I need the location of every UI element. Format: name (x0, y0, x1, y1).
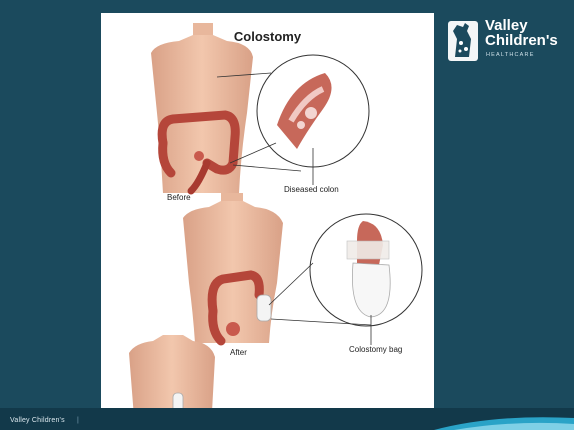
footer-wave-decoration (434, 408, 574, 430)
torso-after (183, 193, 283, 343)
colostomy-bag-label: Colostomy bag (349, 345, 402, 354)
giraffe-icon (447, 17, 481, 63)
footer-brand-text: Valley Children's (10, 417, 65, 424)
after-label: After (230, 348, 247, 357)
diseased-colon-label: Diseased colon (284, 185, 339, 194)
illustration-title: Colostomy (101, 29, 434, 44)
before-label: Before (167, 193, 191, 202)
colostomy-illustration: Colostomy Before Diseased colon After Co… (101, 13, 434, 430)
logo-text-healthcare: HEALTHCARE (486, 52, 535, 58)
slide-footer: Valley Children's | (0, 408, 574, 430)
logo-text-childrens: Children's (485, 32, 558, 49)
valley-childrens-logo: Valley Children's HEALTHCARE (447, 17, 567, 67)
torso-before (151, 23, 253, 193)
colostomy-bag-closeup (269, 214, 422, 345)
footer-separator: | (77, 417, 79, 424)
anatomy-drawing (101, 13, 434, 430)
